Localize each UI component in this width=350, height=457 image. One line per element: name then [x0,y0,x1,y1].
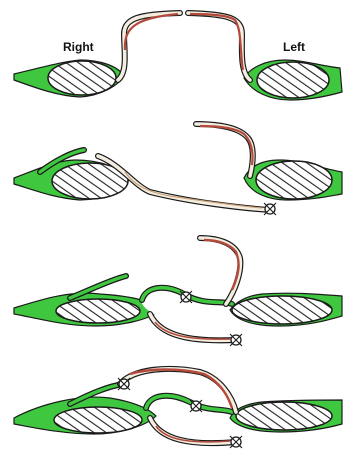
suture-knot [118,378,130,390]
panel-1: Right Left [14,13,342,100]
right-tissue [14,60,124,97]
panel-4 [14,369,342,448]
suture-knot [180,291,192,303]
left-bone-hatched-3 [232,296,332,324]
panel-3 [14,238,342,346]
suture-knot [190,400,202,412]
left-tissue [244,60,342,100]
right-bone-hatched-4 [54,407,142,433]
right-bone-hatched-3 [56,299,140,323]
left-bone-hatched [257,62,329,98]
suture-knot [264,203,276,215]
suture-knot [230,436,242,448]
left-bone-hatched-2 [256,161,332,199]
label-right: Right [63,40,94,54]
right-bone-hatched [48,61,116,95]
label-left: Left [283,40,305,54]
panel-2 [14,124,342,215]
left-bone-hatched-4 [236,402,332,430]
suture-knot [230,334,242,346]
